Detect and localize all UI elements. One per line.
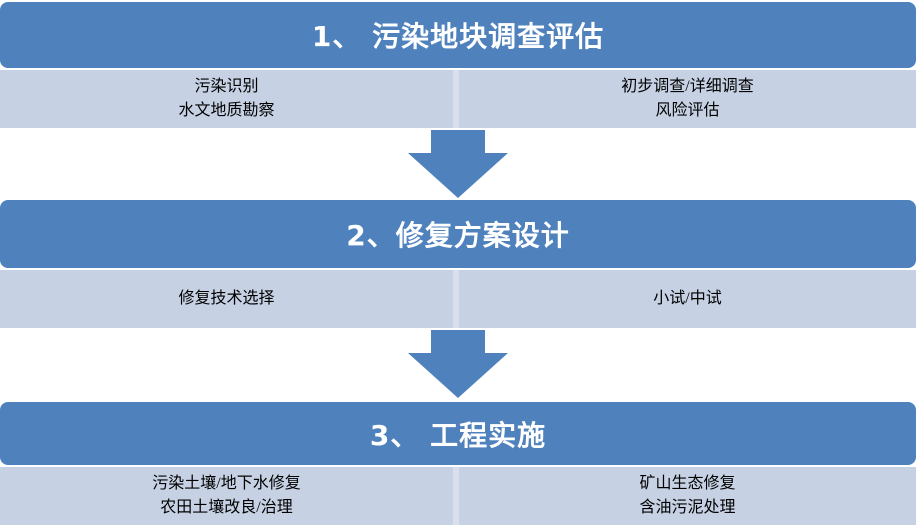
stage-2: 2、修复方案设计 修复技术选择 小试/中试: [0, 200, 916, 328]
column-divider: [453, 467, 459, 525]
stage-3-item-left-2: 农田土壤改良/治理: [160, 499, 293, 517]
stage-1-left-column: 污染识别 水文地质勘察: [0, 70, 453, 128]
column-divider: [453, 270, 459, 328]
stage-1: 1、 污染地块调查评估 污染识别 水文地质勘察 初步调查/详细调查 风险评估: [0, 2, 916, 128]
stage-1-item-right-2: 风险评估: [655, 102, 720, 120]
stage-2-title: 2、修复方案设计: [346, 219, 570, 252]
stage-3-right-column: 矿山生态修复 含油污泥处理: [459, 467, 916, 525]
stage-2-item-right-1: 小试/中试: [653, 290, 722, 307]
stage-3-left-column: 污染土壤/地下水修复 农田土壤改良/治理: [0, 467, 453, 525]
arrow-zone-1: [0, 128, 916, 200]
stage-1-item-left-2: 水文地质勘察: [178, 102, 275, 120]
stage-1-header: 1、 污染地块调查评估: [0, 2, 916, 68]
stage-1-item-right-1: 初步调查/详细调查: [621, 77, 754, 95]
stage-3-header: 3、 工程实施: [0, 402, 916, 465]
stage-1-item-left-1: 污染识别: [194, 77, 259, 95]
stage-2-body: 修复技术选择 小试/中试: [0, 270, 916, 328]
stage-1-right-column: 初步调查/详细调查 风险评估: [459, 70, 916, 128]
stage-3: 3、 工程实施 污染土壤/地下水修复 农田土壤改良/治理 矿山生态修复 含油污泥…: [0, 402, 916, 525]
column-divider: [453, 70, 459, 128]
stage-3-item-right-2: 含油污泥处理: [639, 499, 736, 517]
stage-3-body: 污染土壤/地下水修复 农田土壤改良/治理 矿山生态修复 含油污泥处理: [0, 467, 916, 525]
stage-2-header: 2、修复方案设计: [0, 200, 916, 268]
stage-2-right-column: 小试/中试: [459, 270, 916, 328]
stage-3-item-left-1: 污染土壤/地下水修复: [152, 474, 301, 492]
stage-3-item-right-1: 矿山生态修复: [639, 474, 736, 492]
stage-2-item-left-1: 修复技术选择: [178, 290, 275, 307]
stage-1-title: 1、 污染地块调查评估: [311, 20, 605, 53]
arrow-zone-2: [0, 328, 916, 402]
stage-2-left-column: 修复技术选择: [0, 270, 453, 328]
stage-1-body: 污染识别 水文地质勘察 初步调查/详细调查 风险评估: [0, 70, 916, 128]
down-arrow-icon: [408, 330, 508, 398]
stage-3-title: 3、 工程实施: [369, 418, 547, 452]
down-arrow-icon: [408, 130, 508, 198]
